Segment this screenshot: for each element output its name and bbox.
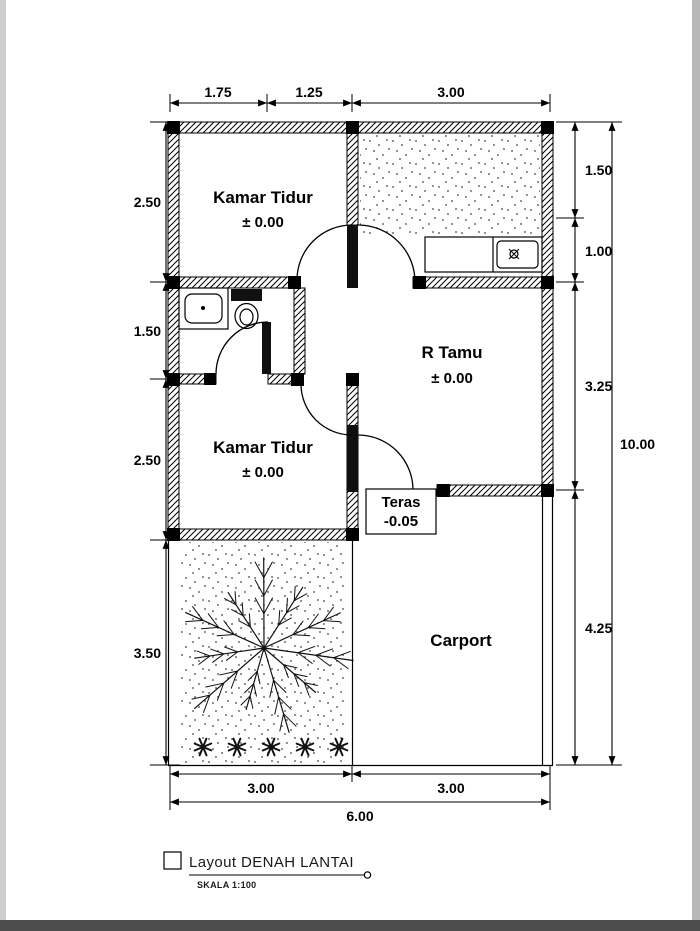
tree-icon — [185, 557, 354, 733]
column — [167, 528, 180, 541]
column — [291, 373, 304, 386]
wall-segment — [293, 287, 306, 375]
level-terrace: -0.05 — [384, 513, 418, 530]
label-bedroom-top: Kamar Tidur — [213, 188, 313, 207]
column — [288, 276, 301, 289]
drawing-scale: SKALA 1:100 — [197, 880, 256, 890]
door-leaf — [262, 322, 271, 374]
dim-right-total: 10.00 — [620, 436, 655, 452]
door-leaf — [347, 225, 358, 288]
toilet-icon — [231, 289, 262, 330]
wall-segment — [541, 132, 554, 497]
wall-segment — [178, 528, 348, 541]
doors — [215, 224, 416, 492]
door-arc-bedroom-top — [296, 224, 353, 281]
column — [413, 276, 426, 289]
plants-icon — [193, 737, 349, 757]
wall-segment — [167, 121, 554, 134]
service-area-texture — [360, 135, 540, 235]
dim-right: 1.50 1.00 3.25 4.25 10.00 — [556, 121, 655, 766]
kitchen-sink-icon — [496, 240, 539, 269]
scan-edge-left — [0, 0, 6, 931]
columns — [167, 121, 554, 541]
dim-top: 1.75 1.25 3.00 — [169, 84, 551, 112]
dim-right-2: 1.00 — [585, 243, 612, 259]
dim-top-2: 1.25 — [295, 84, 322, 100]
column — [437, 484, 450, 497]
label-living-room: R Tamu — [421, 343, 482, 362]
wall-segment — [412, 276, 543, 289]
door-arc-bathroom — [215, 321, 269, 375]
dim-top-3: 3.00 — [437, 84, 464, 100]
scan-edge-right — [692, 0, 700, 931]
column — [346, 373, 359, 386]
column — [346, 528, 359, 541]
level-bedroom-bottom: ± 0.00 — [242, 464, 284, 481]
drawing-title: Layout DENAH LANTAI — [189, 854, 354, 871]
dim-left-4: 3.50 — [134, 645, 161, 661]
label-carport: Carport — [430, 631, 492, 650]
dim-left-3: 2.50 — [134, 452, 161, 468]
dim-bottom: 3.00 3.00 6.00 — [169, 766, 551, 824]
label-bedroom-bottom: Kamar Tidur — [213, 438, 313, 457]
dim-bottom-2: 3.00 — [437, 780, 464, 796]
column — [541, 484, 554, 497]
dim-top-1: 1.75 — [204, 84, 231, 100]
dim-right-1: 1.50 — [585, 162, 612, 178]
column — [204, 373, 216, 385]
fixtures — [178, 236, 543, 330]
dim-right-3: 3.25 — [585, 378, 612, 394]
wall-segment — [167, 132, 180, 541]
kitchen-counter — [424, 236, 543, 273]
title-line-dot — [363, 871, 372, 879]
dim-left: 2.50 1.50 2.50 3.50 — [134, 121, 180, 766]
door-leaf — [347, 425, 358, 492]
level-bedroom-top: ± 0.00 — [242, 214, 284, 231]
bathroom-sink-icon — [178, 287, 229, 330]
dim-bottom-total: 6.00 — [346, 808, 373, 824]
terrace-box: Teras -0.05 — [365, 488, 437, 535]
dim-bottom-1: 3.00 — [247, 780, 274, 796]
title-block: Layout DENAH LANTAI SKALA 1:100 — [163, 851, 372, 890]
column — [541, 276, 554, 289]
room-labels: Kamar Tidur ± 0.00 R Tamu ± 0.00 Kamar T… — [213, 188, 492, 650]
label-terrace: Teras — [382, 494, 421, 511]
column — [541, 121, 554, 134]
title-block-symbol — [163, 851, 182, 870]
column — [346, 121, 359, 134]
dim-left-2: 1.50 — [134, 323, 161, 339]
dim-left-1: 2.50 — [134, 194, 161, 210]
dim-right-4: 4.25 — [585, 620, 612, 636]
door-arc-terrace — [357, 434, 414, 491]
level-living-room: ± 0.00 — [431, 370, 473, 387]
scan-edge-bottom — [0, 920, 700, 931]
door-arc-service — [357, 224, 416, 283]
wall-segment — [436, 484, 543, 497]
wall-segment — [346, 132, 359, 226]
door-arc-bedroom-bottom — [300, 383, 353, 436]
column — [167, 121, 180, 134]
wall-segment — [178, 276, 298, 289]
